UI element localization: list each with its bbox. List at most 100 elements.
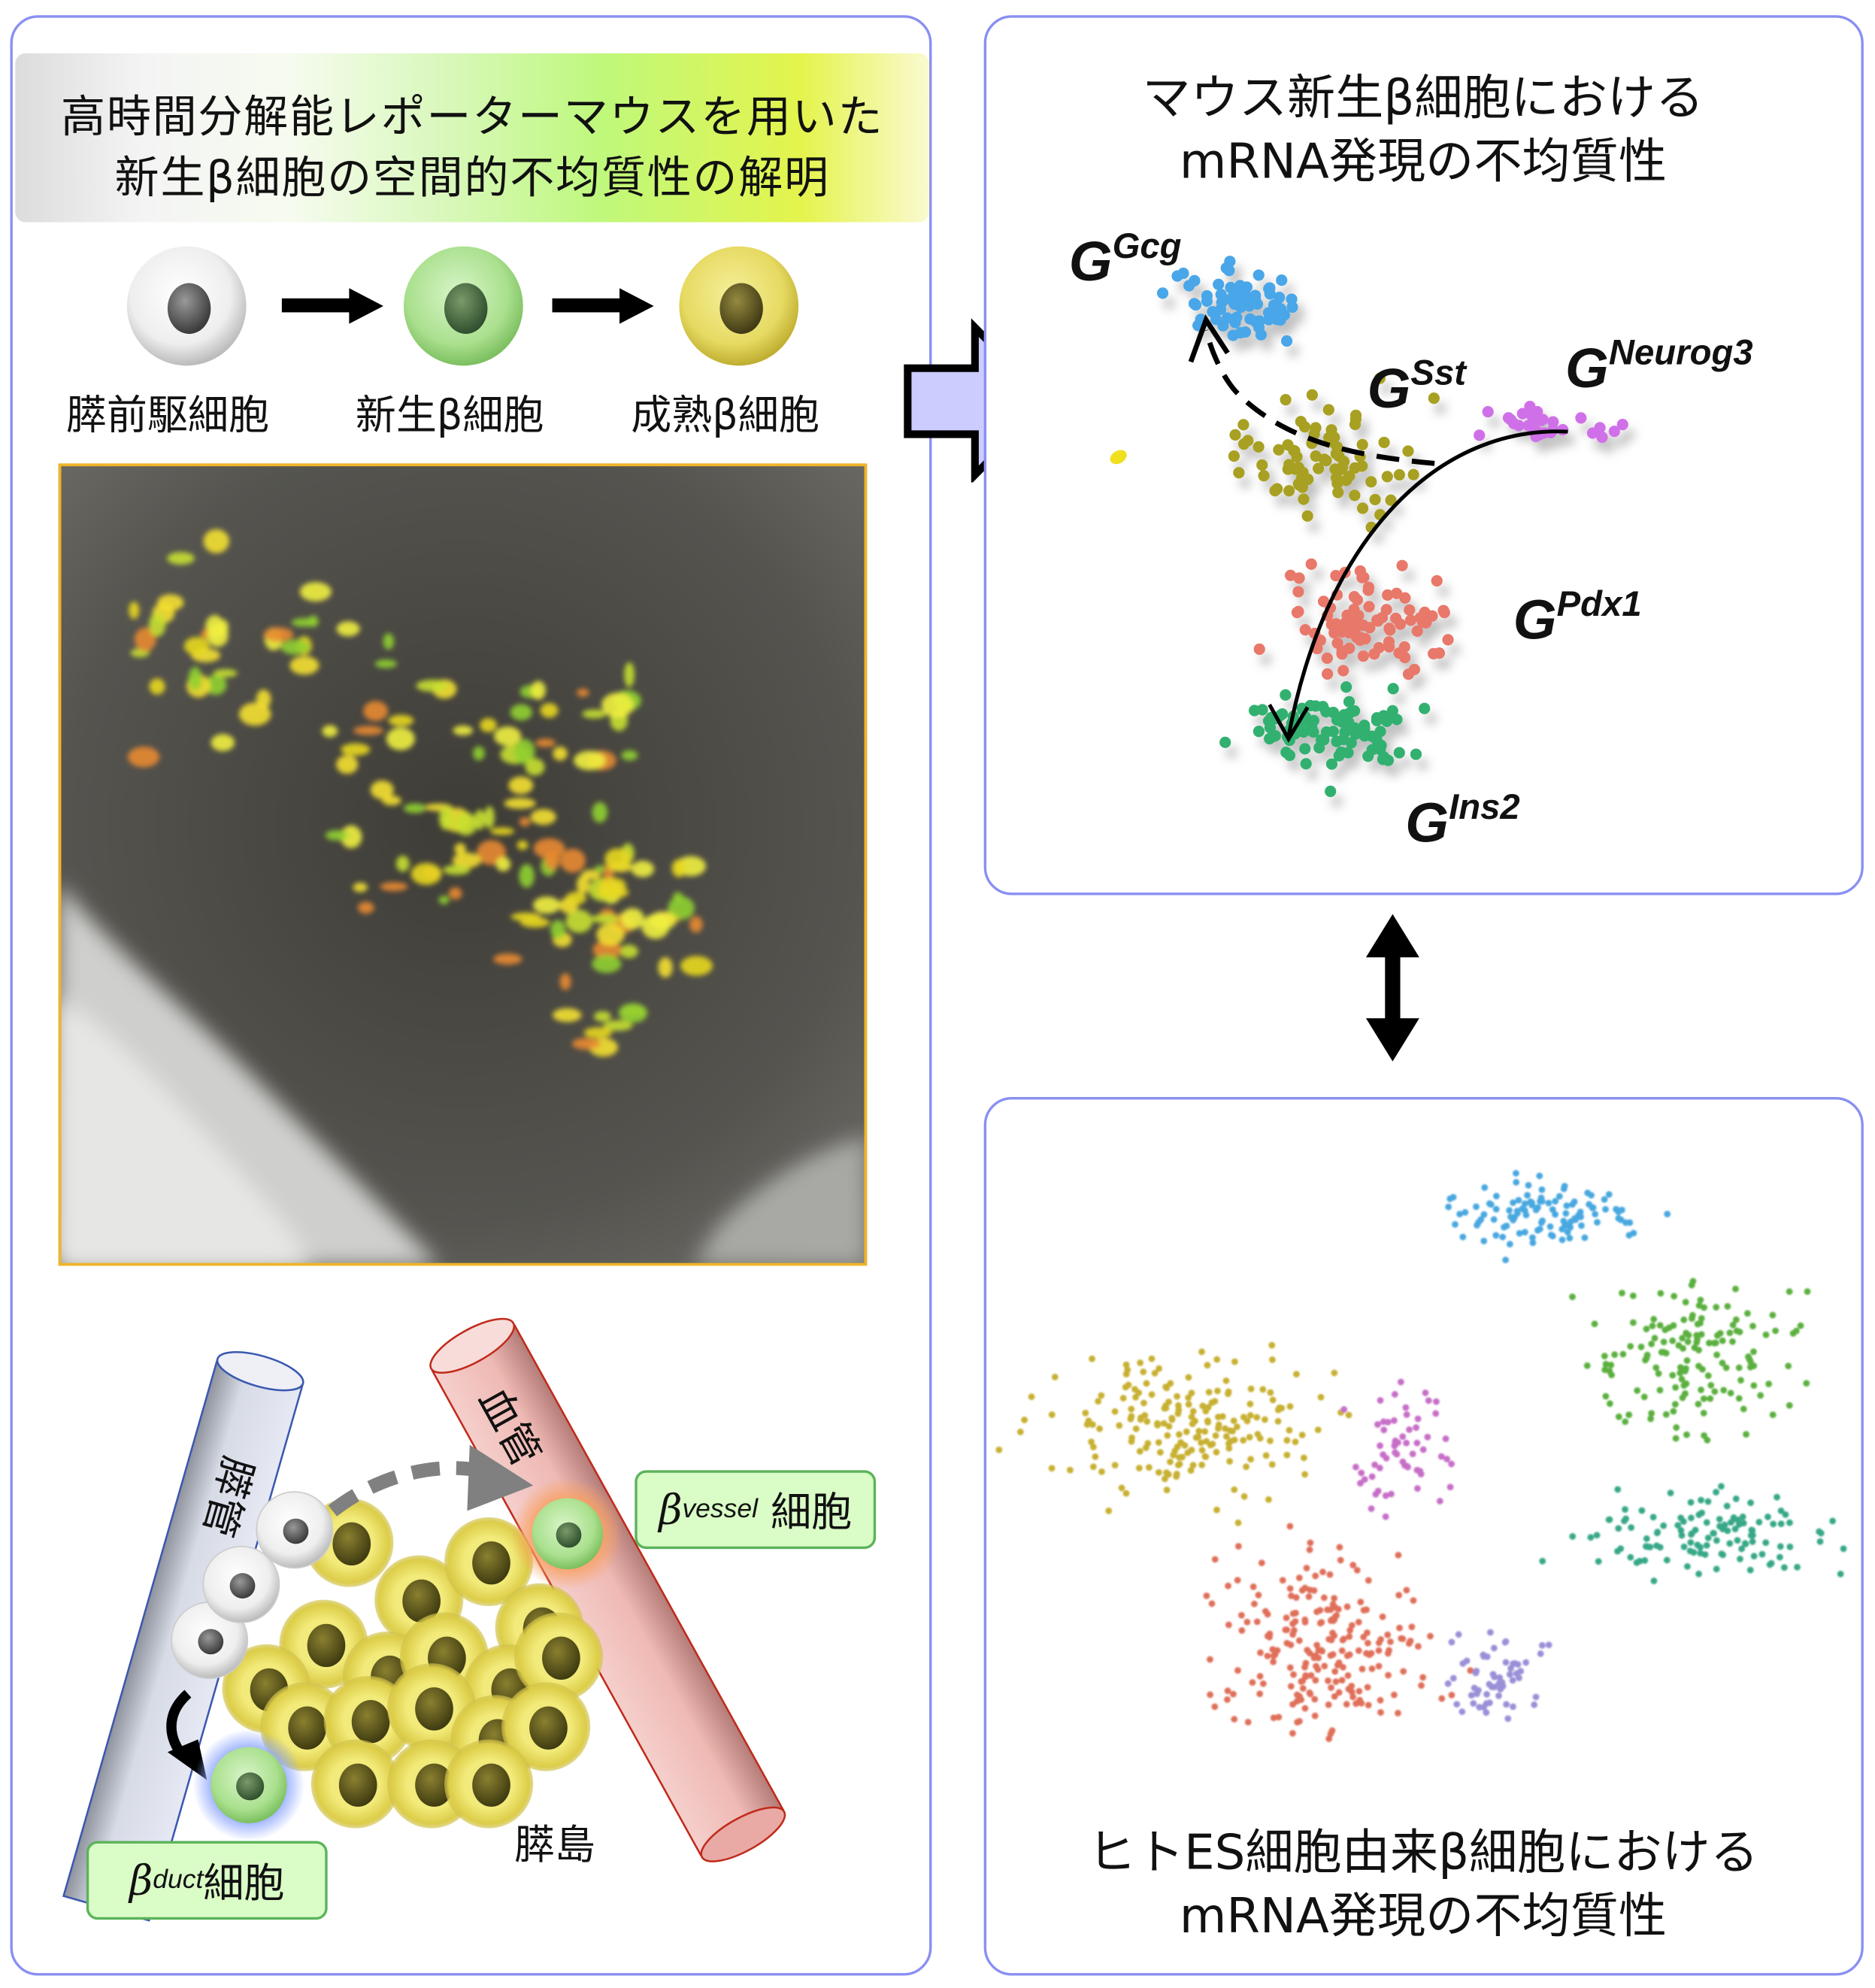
cluster-dot: [1371, 614, 1383, 626]
cluster-dot: [1640, 1393, 1648, 1401]
cluster-dot: [1701, 1551, 1709, 1558]
cluster-label-neurog3: GNeurog3: [1565, 332, 1753, 400]
fluorescent-blob: [571, 1038, 601, 1050]
cluster-dot: [1165, 1471, 1172, 1478]
human-panel: [983, 1096, 1864, 1976]
cluster-dot: [1357, 650, 1369, 662]
cluster-dot: [1697, 1544, 1704, 1551]
cluster-dot: [1710, 1339, 1718, 1347]
cluster-dot: [1132, 1425, 1140, 1432]
cluster-dot: [1445, 1203, 1452, 1211]
cluster-dot: [1340, 1664, 1346, 1671]
cluster-dot: [1547, 416, 1559, 428]
cluster-dot: [1382, 589, 1394, 601]
cluster-dot: [1234, 1519, 1242, 1526]
cluster-dot: [1276, 274, 1288, 286]
cluster-dot: [1680, 1316, 1688, 1323]
cluster-dot: [1177, 267, 1189, 280]
fluorescent-blob: [395, 855, 410, 872]
cluster-dot: [1643, 1326, 1650, 1332]
cluster-dot: [1481, 1184, 1489, 1191]
cluster-dot: [1549, 1206, 1556, 1213]
cluster-dot: [1605, 1516, 1613, 1523]
cluster-dot: [1747, 1499, 1754, 1507]
cluster-dot: [1601, 1366, 1609, 1374]
cluster-dot: [1140, 1368, 1147, 1375]
cluster-dot: [1165, 1423, 1173, 1430]
cluster-dot: [1334, 1605, 1342, 1613]
cluster-dot: [1301, 1618, 1309, 1626]
fluorescent-blob: [358, 902, 374, 914]
fluorescent-blob: [592, 954, 622, 974]
cluster-dot: [1385, 1671, 1392, 1679]
fluorescent-blob: [148, 613, 166, 637]
cluster-dot: [1328, 1684, 1334, 1691]
cluster-label-pdx1: GPdx1: [1513, 583, 1642, 652]
cluster-dot: [1651, 1335, 1658, 1342]
fluorescent-blob: [484, 806, 495, 829]
beta-vessel-sup: vessel: [682, 1494, 758, 1524]
cluster-dot: [1662, 1411, 1670, 1418]
cluster-dot: [1636, 1557, 1643, 1565]
cluster-dot: [1700, 1395, 1707, 1402]
cluster-dot: [1669, 1337, 1677, 1344]
cluster-dot: [1399, 1635, 1407, 1642]
cluster-dot: [1292, 586, 1304, 598]
cluster-dot: [1729, 1321, 1737, 1329]
cluster-dot: [1687, 1539, 1695, 1546]
cluster-dot: [1226, 1427, 1234, 1435]
cluster-dot: [1226, 1458, 1233, 1465]
cluster-dot: [1592, 1211, 1599, 1218]
cluster-dot: [1402, 668, 1415, 680]
cluster-dot: [1286, 1664, 1294, 1671]
cluster-dot: [1627, 1553, 1634, 1561]
cluster-dot: [1258, 1559, 1265, 1566]
cluster-dot: [1626, 1219, 1634, 1226]
cluster-dot: [1305, 1593, 1313, 1600]
cluster-dot: [1283, 750, 1296, 762]
cluster-dot: [1723, 1502, 1731, 1510]
cluster-dot: [1300, 758, 1312, 770]
cluster-dot: [1320, 706, 1332, 718]
microscopy-image: [58, 463, 868, 1266]
cluster-dot: [1253, 643, 1265, 655]
fluorescent-blob: [480, 717, 497, 732]
cluster-dot: [1306, 1546, 1313, 1553]
cluster-dot: [1222, 1377, 1230, 1384]
cluster-dot: [1128, 1413, 1135, 1420]
cluster-dot: [1238, 1627, 1246, 1634]
cluster-dot: [1686, 1547, 1694, 1555]
cluster-dot: [1720, 1386, 1728, 1394]
cluster-dot: [1208, 1399, 1216, 1406]
fluorescent-blob: [495, 856, 511, 871]
fluorescent-blob: [658, 957, 673, 978]
fluorescent-blob: [582, 709, 607, 719]
cluster-dot: [1602, 1205, 1609, 1213]
cluster-dot: [1438, 1695, 1446, 1702]
cluster-dot: [1092, 1453, 1099, 1460]
cluster-dot: [1431, 574, 1443, 587]
cluster-dot: [1545, 1641, 1552, 1649]
cluster-dot: [1198, 1439, 1205, 1447]
cluster-dot: [1251, 1600, 1258, 1608]
cluster-dot: [1253, 315, 1265, 327]
cluster-dot: [1168, 1414, 1176, 1422]
cluster-dot: [1672, 1383, 1680, 1391]
cluster-dot: [1679, 1335, 1686, 1342]
cluster-dot: [1048, 1411, 1056, 1418]
cluster-dot: [1748, 1526, 1755, 1534]
cluster-dot: [1229, 289, 1241, 301]
cluster-dot: [1392, 1449, 1399, 1456]
cluster-dot: [1679, 1394, 1686, 1402]
cluster-dot: [1136, 1447, 1143, 1455]
cluster-dot: [1316, 1620, 1324, 1627]
cluster-dot: [1128, 1434, 1135, 1441]
cluster-dot: [1385, 494, 1397, 506]
cluster-dot: [1547, 1232, 1555, 1238]
cluster-dot: [1499, 1233, 1507, 1241]
cluster-dot: [1614, 1547, 1621, 1555]
fluorescent-blob: [211, 734, 235, 752]
cluster-dot: [1448, 1460, 1455, 1468]
cluster-dot: [1335, 1689, 1343, 1696]
fluorescent-blob: [336, 621, 360, 637]
